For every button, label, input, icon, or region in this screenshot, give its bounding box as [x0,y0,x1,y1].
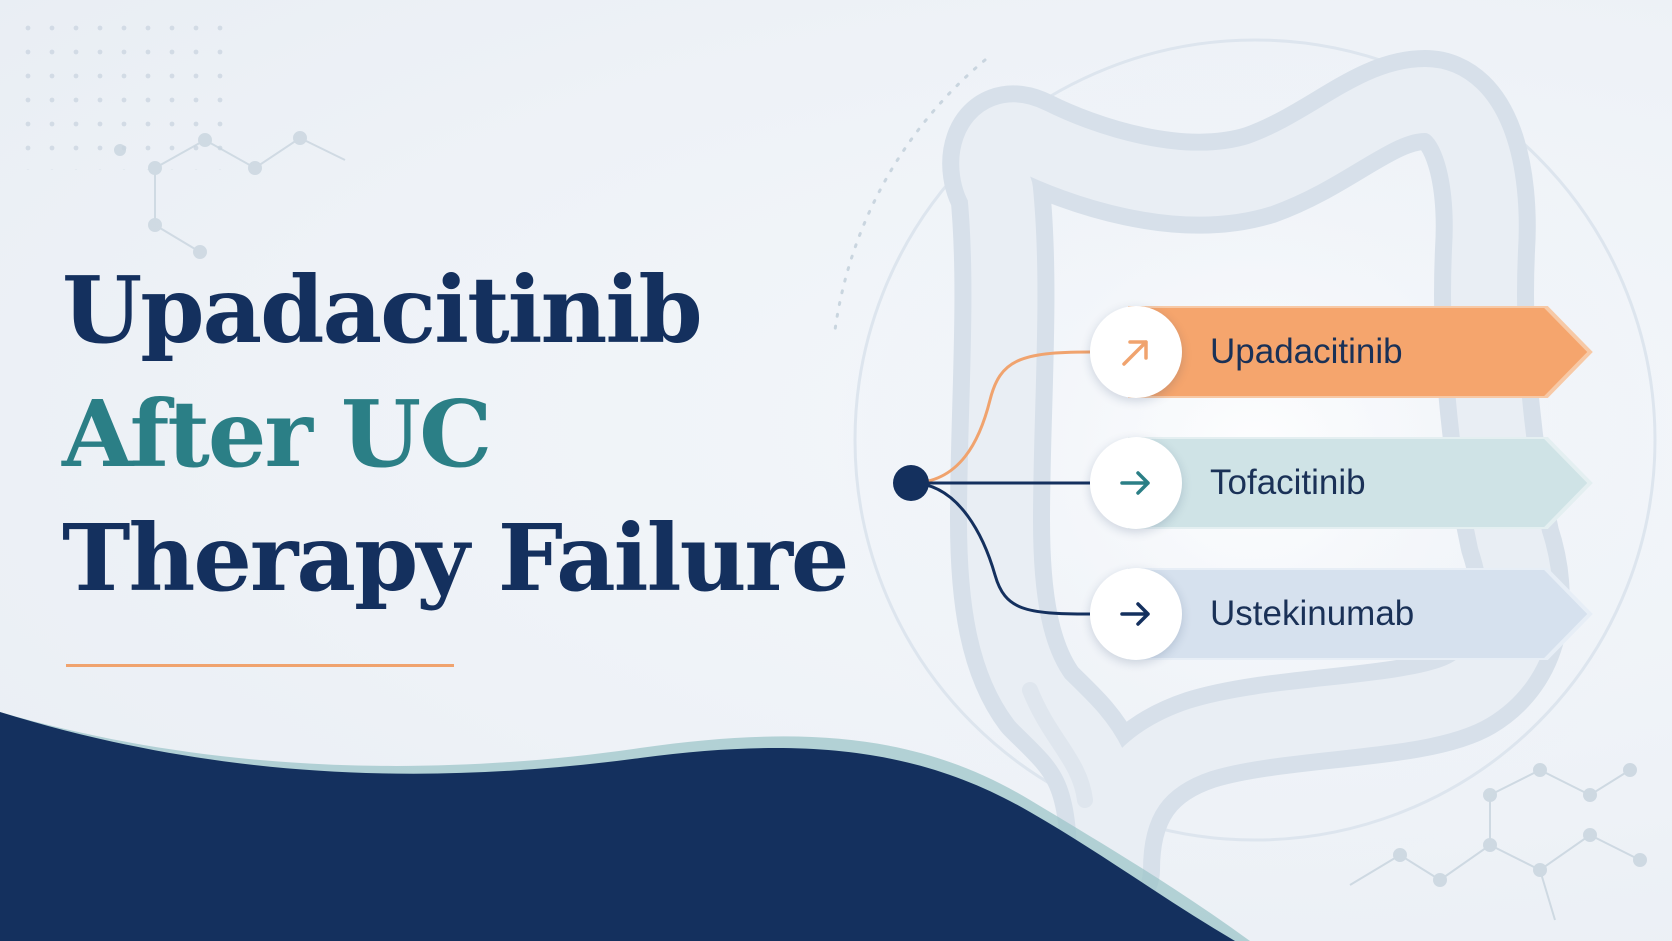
dot-grid [12,10,232,170]
molecule-decoration [114,131,346,259]
option-badge [1090,437,1182,529]
title-line-1: Upadacitinib [62,256,703,364]
connector-lines [910,350,1091,616]
arrow-right-icon [1120,602,1150,626]
option-tofacitinib[interactable]: Tofacitinib [1090,437,1595,529]
arrow-right-icon [1120,471,1150,495]
option-label: Upadacitinib [1210,332,1403,371]
origin-node [893,465,929,501]
dotted-arc [833,58,987,332]
title-line-3: Therapy Failure [62,504,849,612]
option-label: Ustekinumab [1210,594,1415,633]
ring-outline [853,38,1657,842]
page-title: Upadacitinib After UC Therapy Failure [62,248,849,620]
colon-illustration [942,50,1570,920]
option-badge [1090,306,1182,398]
option-badge [1090,568,1182,660]
option-ustekinumab[interactable]: Ustekinumab [1090,568,1595,660]
option-label: Tofacitinib [1210,463,1366,502]
wave-navy [0,712,1235,941]
option-upadacitinib[interactable]: Upadacitinib [1090,306,1595,398]
arrow-up-right-icon [1122,340,1148,366]
title-line-2: After UC [62,380,492,488]
title-underline [66,664,454,667]
